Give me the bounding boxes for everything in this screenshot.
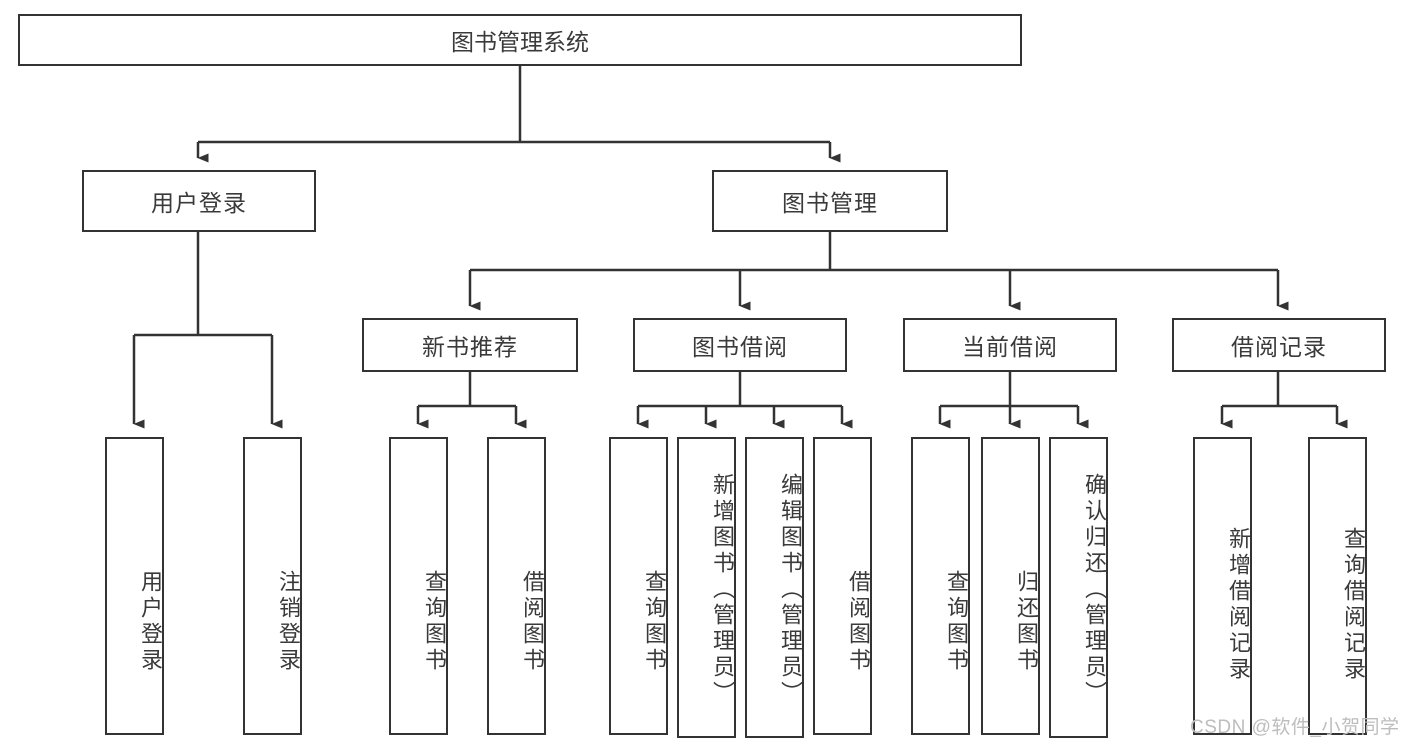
node-label: 归还图书 <box>1014 570 1039 674</box>
node-label: 新增借阅记录 <box>1226 527 1251 683</box>
node-label: 新书推荐 <box>422 334 518 360</box>
node-label: 新增图书（管理员） <box>710 472 735 707</box>
node-label: 图书借阅 <box>692 334 788 360</box>
node-label: 图书管理 <box>782 190 878 216</box>
leaf-query-borrow-record[interactable]: 查询借阅记录 <box>1308 437 1367 735</box>
node-label: 用户登录 <box>138 570 163 674</box>
leaf-add-book-admin[interactable]: 新增图书（管理员） <box>677 437 736 738</box>
node-label: 借阅图书 <box>520 570 545 674</box>
node-user-login[interactable]: 用户登录 <box>82 170 316 232</box>
leaf-return-book[interactable]: 归还图书 <box>981 437 1040 735</box>
node-label: 图书管理系统 <box>451 29 589 55</box>
node-book-borrow[interactable]: 图书借阅 <box>633 318 847 372</box>
node-label: 用户登录 <box>151 190 247 216</box>
node-label: 查询图书 <box>642 570 667 674</box>
node-borrow-record[interactable]: 借阅记录 <box>1172 318 1386 372</box>
leaf-borrow-book-recommend[interactable]: 借阅图书 <box>487 437 546 735</box>
node-book-management[interactable]: 图书管理 <box>712 170 948 232</box>
leaf-user-logout[interactable]: 注销登录 <box>243 437 302 735</box>
leaf-user-login[interactable]: 用户登录 <box>105 437 164 735</box>
node-current-borrow[interactable]: 当前借阅 <box>903 318 1117 372</box>
node-root-system[interactable]: 图书管理系统 <box>18 14 1022 66</box>
node-label: 查询图书 <box>944 570 969 674</box>
leaf-confirm-return-admin[interactable]: 确认归还（管理员） <box>1049 437 1108 738</box>
leaf-query-book-current[interactable]: 查询图书 <box>911 437 970 735</box>
leaf-query-book-borrow[interactable]: 查询图书 <box>609 437 668 735</box>
node-label: 注销登录 <box>276 570 301 674</box>
node-label: 确认归还（管理员） <box>1082 472 1107 707</box>
node-label: 借阅记录 <box>1231 334 1327 360</box>
watermark-text: CSDN @软件_小贺同学 <box>1190 717 1400 738</box>
node-label: 借阅图书 <box>846 570 871 674</box>
leaf-borrow-book[interactable]: 借阅图书 <box>813 437 872 735</box>
node-new-book-recommend[interactable]: 新书推荐 <box>362 318 578 372</box>
leaf-edit-book-admin[interactable]: 编辑图书（管理员） <box>745 437 804 738</box>
node-label: 编辑图书（管理员） <box>778 472 803 707</box>
node-label: 当前借阅 <box>962 334 1058 360</box>
node-label: 查询借阅记录 <box>1341 527 1366 683</box>
leaf-query-book-recommend[interactable]: 查询图书 <box>389 437 448 735</box>
leaf-add-borrow-record[interactable]: 新增借阅记录 <box>1193 437 1252 735</box>
node-label: 查询图书 <box>422 570 447 674</box>
